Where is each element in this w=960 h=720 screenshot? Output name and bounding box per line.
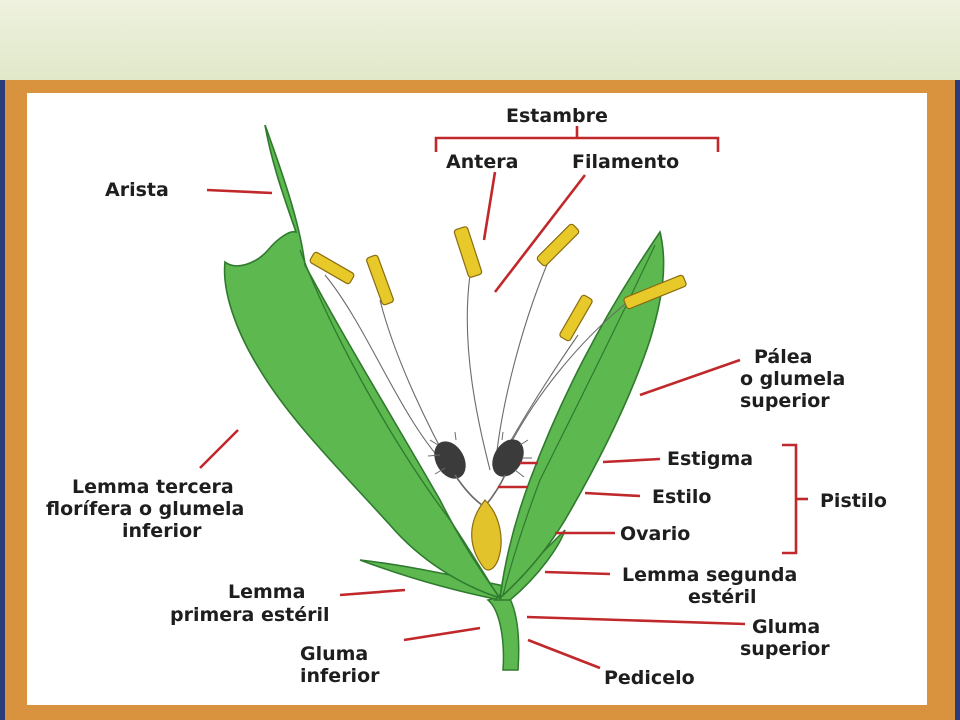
label-gluma-inferior-line2: inferior	[300, 665, 380, 687]
styles	[454, 474, 506, 506]
right-edge-bar	[955, 80, 960, 720]
anther-2	[366, 254, 394, 306]
label-filamento: Filamento	[572, 151, 679, 173]
label-pistilo: Pistilo	[820, 490, 887, 512]
label-estigma: Estigma	[667, 448, 753, 470]
pistilo-bracket	[782, 443, 798, 555]
label-lines	[199, 171, 746, 670]
title-band	[0, 0, 960, 80]
label-lemma-tercera-line3: inferior	[122, 520, 202, 542]
palea-shape	[498, 230, 665, 601]
anthers	[309, 223, 687, 342]
label-palea-line2: o glumela	[740, 368, 845, 390]
label-lemma-segunda-line2: estéril	[688, 586, 757, 608]
ovary-shape	[471, 499, 502, 571]
estambre-bracket	[434, 136, 720, 152]
anther-4	[536, 223, 580, 267]
label-palea-line1: Pálea	[754, 346, 812, 368]
left-edge-bar	[0, 80, 5, 720]
label-estambre: Estambre	[506, 105, 608, 127]
label-ovario: Ovario	[620, 523, 690, 545]
label-gluma-superior-line2: superior	[740, 638, 830, 660]
diagram-panel	[27, 93, 927, 705]
lemma-tercera-fold	[299, 249, 499, 597]
anther-3	[453, 226, 483, 278]
label-lemma-segunda-line1: Lemma segunda	[622, 564, 797, 586]
lemma-tercera-shape	[223, 124, 503, 600]
label-lemma-tercera-line1: Lemma tercera	[72, 476, 234, 498]
label-estilo: Estilo	[652, 486, 711, 508]
label-pedicelo: Pedicelo	[604, 667, 695, 689]
label-gluma-inferior-line1: Gluma	[300, 643, 368, 665]
label-gluma-superior-line1: Gluma	[752, 616, 820, 638]
label-lemma-tercera-line2: florífera o glumela	[46, 498, 244, 520]
label-arista: Arista	[105, 179, 169, 201]
stigmas	[427, 431, 532, 479]
anther-6	[623, 274, 687, 310]
anther-5	[559, 294, 593, 342]
anther-1	[309, 251, 355, 285]
label-antera: Antera	[446, 151, 518, 173]
label-lemma-primera-line2: primera estéril	[170, 604, 330, 626]
label-lemma-primera-line1: Lemma	[228, 581, 305, 603]
pedicel-shape	[486, 594, 520, 671]
label-palea-line3: superior	[740, 390, 830, 412]
